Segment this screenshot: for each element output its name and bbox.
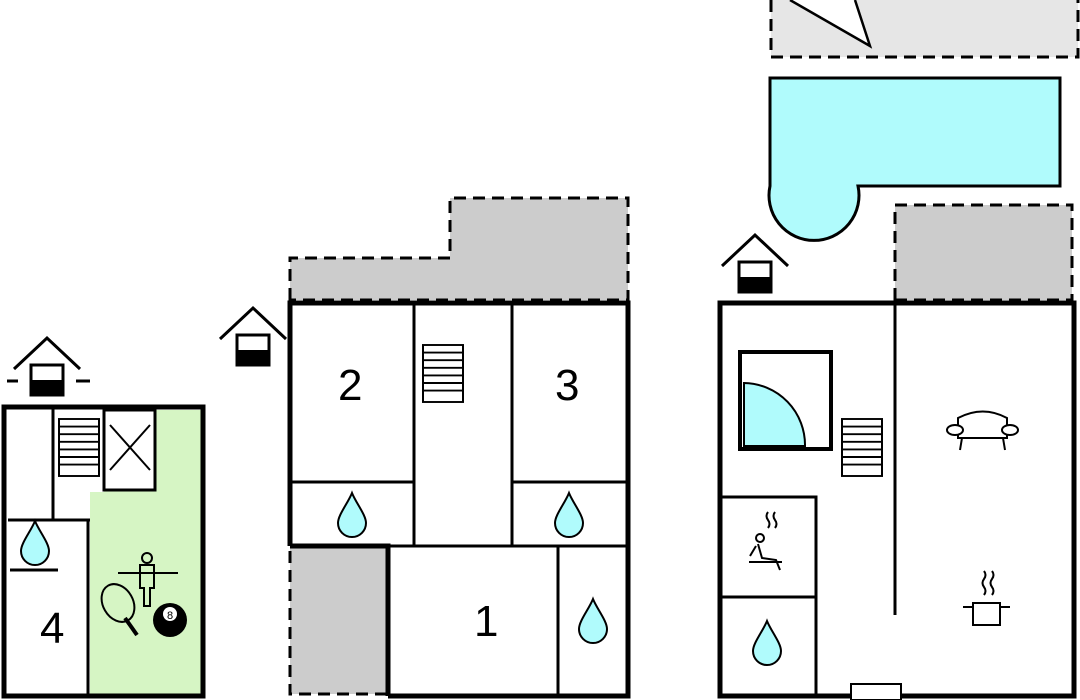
entrance-icon <box>218 306 288 367</box>
stairs-icon <box>841 418 883 477</box>
room-number-2: 2 <box>338 361 362 410</box>
svg-text:8: 8 <box>167 610 173 622</box>
water-drop-icon <box>337 492 367 538</box>
sauna-icon <box>749 511 782 571</box>
entrance-icon <box>7 336 90 397</box>
upper-floor: 2 3 1 <box>218 196 631 699</box>
upper-floor-outline <box>287 300 631 699</box>
terrace-area <box>288 544 390 696</box>
ground-floor <box>717 0 1080 700</box>
water-drop-icon <box>20 520 50 566</box>
sofa-icon <box>946 410 1019 451</box>
basement-floor: 4 8 <box>1 336 206 699</box>
terrace-area <box>288 196 630 302</box>
swimming-pool <box>767 76 1062 242</box>
room-number-3: 3 <box>555 361 579 410</box>
whirlpool <box>738 350 833 451</box>
basement-outline <box>1 404 206 699</box>
room-number-1: 1 <box>474 597 498 646</box>
stairs-icon <box>422 344 464 403</box>
entrance-icon <box>720 233 790 294</box>
billiards-icon: 8 <box>153 603 187 637</box>
water-drop-icon <box>554 492 584 538</box>
water-drop-icon <box>578 598 608 644</box>
compass-icon <box>789 0 873 49</box>
entrance-door <box>850 683 902 700</box>
void-shaft <box>102 408 157 492</box>
terrace-area <box>893 203 1074 302</box>
table-football-icon <box>118 552 178 607</box>
water-drop-icon <box>752 620 782 666</box>
cooking-pot-icon <box>963 570 1010 626</box>
stairs-icon <box>58 418 100 477</box>
table-tennis-icon <box>100 583 139 637</box>
room-number-4: 4 <box>40 604 64 653</box>
